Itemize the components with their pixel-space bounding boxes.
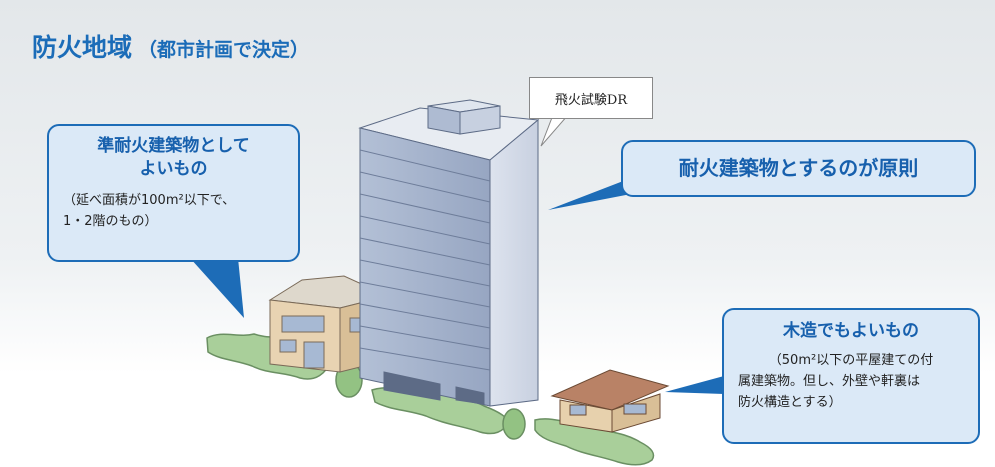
- building-side: [489, 118, 539, 407]
- callout-quasi-heading-line1: 準耐火建築物として: [97, 136, 250, 156]
- callout-fire-resistant: 耐火建築物とするのが原則: [621, 140, 976, 197]
- callout-wooden-heading: 木造でもよいもの: [783, 321, 919, 341]
- callout-wooden-detail: （50m²以下の平屋建ての付 属建築物。但し、外壁や軒裏は 防火構造とする）: [738, 351, 964, 413]
- page-title: 防火地域（都市計画で決定）: [32, 26, 309, 64]
- building-floor-lines: [359, 149, 491, 371]
- shrub-2: [502, 408, 526, 440]
- callout-wooden-detail-line3: 防火構造とする）: [738, 394, 842, 410]
- callout-tail-fire-resistant: [548, 178, 631, 210]
- note-text: 飛火試験DR: [554, 92, 628, 108]
- house-window-3: [303, 341, 325, 369]
- fire-spread-test-note: 飛火試験DR: [529, 77, 653, 119]
- wooden-house: [550, 369, 670, 433]
- building-entrance-2: [455, 386, 485, 405]
- round-shrubs: [335, 362, 526, 440]
- callout-wooden-detail-line2: 属建築物。但し、外壁や軒裏は: [738, 373, 921, 389]
- rooftop-box-side: [459, 105, 501, 135]
- callout-quasi-detail-line1: （延べ面積が100m²以下で、: [63, 192, 236, 208]
- callout-quasi-fire-resistant: 準耐火建築物として よいもの （延べ面積が100m²以下で、 1・2階のもの）: [47, 124, 300, 262]
- callout-quasi-detail: （延べ面積が100m²以下で、 1・2階のもの）: [63, 191, 284, 233]
- wooden-house-roof: [550, 369, 670, 411]
- callout-tail-quasi: [190, 258, 244, 318]
- callout-quasi-heading-line2: よいもの: [139, 158, 208, 179]
- callout-wooden: 木造でもよいもの （50m²以下の平屋建ての付 属建築物。但し、外壁や軒裏は 防…: [722, 308, 980, 444]
- note-tail: [540, 114, 570, 147]
- building-front: [359, 127, 491, 407]
- callout-quasi-heading: 準耐火建築物として よいもの: [63, 135, 284, 181]
- title-main: 防火地域: [32, 33, 133, 62]
- house-window-2: [279, 339, 297, 353]
- callout-quasi-detail-line2: 1・2階のもの）: [63, 213, 158, 229]
- callout-fire-resistant-heading: 耐火建築物とするのが原則: [678, 156, 919, 180]
- title-sub: （都市計画で決定）: [138, 39, 310, 61]
- callout-wooden-detail-line1: （50m²以下の平屋建ての付: [768, 352, 934, 368]
- callout-tail-wooden: [665, 376, 724, 394]
- wooden-house-window-1: [569, 404, 587, 416]
- house-window-1: [281, 315, 325, 333]
- fire-resistant-building: [358, 99, 540, 407]
- wooden-house-window-2: [623, 403, 647, 415]
- building-entrance-1: [383, 371, 441, 401]
